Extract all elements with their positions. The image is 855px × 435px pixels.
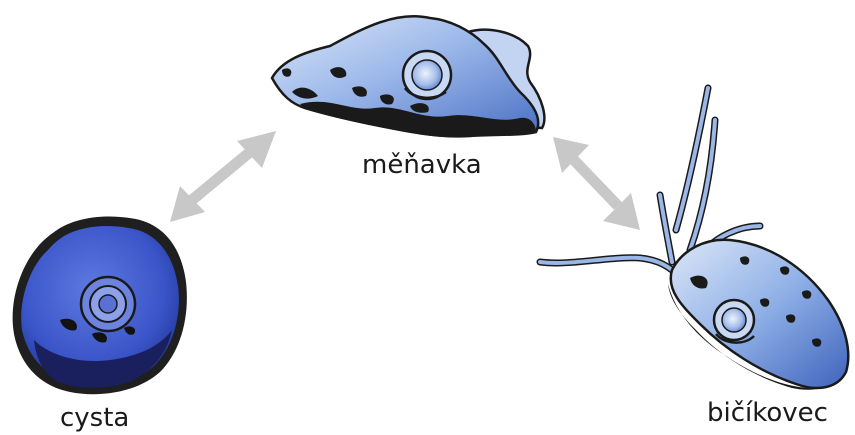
cyst-icon (13, 216, 187, 394)
arrow-cyst-amoeba (170, 131, 276, 222)
flagellate-icon (540, 88, 848, 390)
amoeba-icon (272, 16, 544, 137)
label-amoeba: měňavka (362, 152, 482, 178)
arrow-amoeba-flagellate (553, 137, 640, 230)
label-flagellate: bičíkovec (707, 400, 828, 426)
label-cyst: cysta (60, 405, 129, 431)
